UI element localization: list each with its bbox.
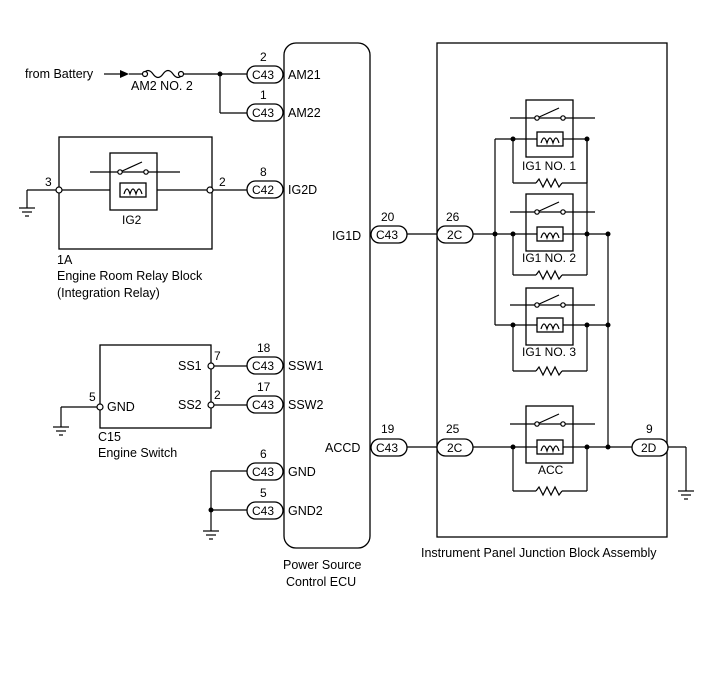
from-battery-label: from Battery [25, 67, 94, 81]
connector-id: C43 [252, 106, 274, 120]
connector-id: C43 [252, 504, 274, 518]
jb-out-connector-id: 2D [641, 441, 657, 455]
pin-number: 18 [257, 341, 271, 355]
ss1-label: SS1 [178, 359, 202, 373]
am2-fuse-label: AM2 NO. 2 [131, 79, 193, 93]
relay-pin-left: 3 [45, 175, 52, 189]
pin-number: 2 [260, 50, 267, 64]
connector-ssw2: 17 C43 SSW2 [246, 380, 323, 414]
terminal-icon [55, 186, 63, 194]
connector-id: C43 [252, 398, 274, 412]
connector-am21: 2 C43 AM21 [246, 50, 321, 84]
connector-id: C43 [252, 465, 274, 479]
acc-label: ACC [538, 463, 564, 477]
pin-number: 8 [260, 165, 267, 179]
ig1-no2-label: IG1 NO. 2 [522, 251, 576, 265]
accd-connector-id: C43 [376, 441, 398, 455]
accd-pin: 19 [381, 422, 395, 436]
terminal-name: SSW1 [288, 359, 323, 373]
ig1d-pin: 20 [381, 210, 395, 224]
connector-ig2d: 8 C42 IG2D [246, 165, 317, 199]
connector-id: C43 [252, 68, 274, 82]
junction-block-label: Instrument Panel Junction Block Assembly [421, 546, 657, 560]
terminal-name: AM22 [288, 106, 321, 120]
ss2-label: SS2 [178, 398, 202, 412]
terminal-icon [206, 186, 214, 194]
terminal-name: SSW2 [288, 398, 323, 412]
ig1-no2-relay-icon [510, 193, 595, 281]
terminal-icon [96, 403, 104, 411]
ecu-label-line2: Control ECU [286, 575, 356, 589]
ig2-relay-icon [90, 152, 180, 211]
ig1d-terminal: IG1D [332, 229, 361, 243]
connector-id: C42 [252, 183, 274, 197]
jb-ig-connector-id: 2C [447, 228, 463, 242]
switch-gnd-label: GND [107, 400, 135, 414]
terminal-icon [207, 401, 215, 409]
terminal-name: GND [288, 465, 316, 479]
power-source-ecu-box [283, 42, 371, 549]
connector-gnd: 6 C43 GND [246, 447, 316, 481]
connector-gnd2: 5 C43 GND2 [246, 486, 323, 520]
ig2-label: IG2 [122, 213, 142, 227]
pin-number: 17 [257, 380, 271, 394]
jb-ig-pin: 26 [446, 210, 460, 224]
acc-relay-icon [510, 405, 608, 497]
pin-number: 6 [260, 447, 267, 461]
terminal-icon [207, 362, 215, 370]
ig1-no3-label: IG1 NO. 3 [522, 345, 576, 359]
terminal-name: AM21 [288, 68, 321, 82]
terminal-name: IG2D [288, 183, 317, 197]
switch-id: C15 [98, 430, 121, 444]
terminal-name: GND2 [288, 504, 323, 518]
fuse-icon [142, 69, 184, 79]
relay-block-id: 1A [57, 253, 73, 267]
ig1d-connector-id: C43 [376, 228, 398, 242]
switch-name: Engine Switch [98, 446, 177, 460]
relay-block-name: Engine Room Relay Block [57, 269, 203, 283]
jb-acc-connector-id: 2C [447, 441, 463, 455]
arrow-icon [120, 70, 129, 78]
switch-gnd-pin: 5 [89, 390, 96, 404]
connector-am22: 1 C43 AM22 [246, 88, 321, 122]
connector-ssw1: 18 C43 SSW1 [246, 341, 323, 375]
jb-out-pin: 9 [646, 422, 653, 436]
ig1-no1-label: IG1 NO. 1 [522, 159, 576, 173]
relay-block-sub: (Integration Relay) [57, 286, 160, 300]
engine-switch-box [99, 344, 212, 429]
pin-number: 5 [260, 486, 267, 500]
connector-id: C43 [252, 359, 274, 373]
ig1-no3-relay-icon [510, 287, 608, 377]
pin-number: 1 [260, 88, 267, 102]
accd-terminal: ACCD [325, 441, 360, 455]
ig1-no1-relay-icon [510, 99, 595, 189]
ss2-pin: 2 [214, 388, 221, 402]
ecu-label-line1: Power Source [283, 558, 362, 572]
ss1-pin: 7 [214, 349, 221, 363]
relay-pin-right: 2 [219, 175, 226, 189]
jb-acc-pin: 25 [446, 422, 460, 436]
